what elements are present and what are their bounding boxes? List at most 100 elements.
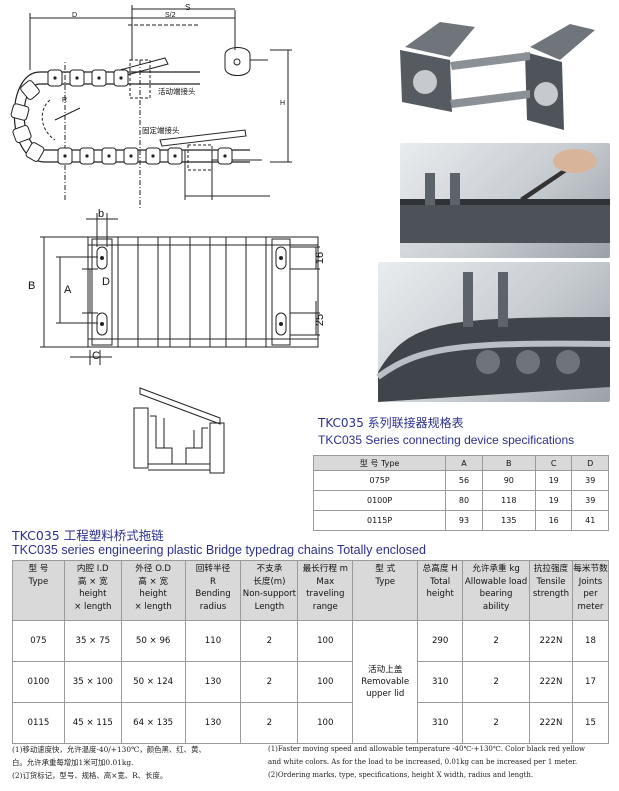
dim-25-label: 25 [314,313,327,327]
spec-cell: 93 [445,510,483,531]
radius-label: R [62,97,68,104]
cell-load: 2 [462,620,530,662]
notes-en: (1)Faster moving speed and allowable tem… [268,743,616,782]
cell-radius: 130 [184,702,242,744]
cell-travel: 100 [297,702,354,744]
dim-b-small-label: b [98,208,105,220]
cell-nonsupport: 2 [240,702,299,744]
cell-outer: 50 × 96 [120,620,186,662]
cell-tensile: 222N [528,661,573,703]
spec-cell: 16 [534,510,573,531]
cell-inner: 35 × 75 [63,620,122,662]
dim-16-label: 16 [314,251,327,265]
chain-top-drawing [40,213,320,365]
spec-cell: 41 [571,510,609,531]
spec-cell: 135 [481,510,536,531]
cell-tensile: 222N [528,620,573,662]
moving-end-label: 活动端接头 [158,87,196,96]
note-en-2: and white colors. As for the load to be … [268,758,578,766]
chain-side-drawing [10,5,292,210]
cell-travel: 100 [297,620,354,662]
cell-load: 2 [462,702,530,744]
cell-joints: 18 [571,620,610,662]
cell-joints: 17 [571,661,610,703]
spec-cell: 80 [445,490,483,511]
spec-cell: 0115P [312,510,447,531]
table-row: 0115 45 × 115 64 × 135 130 2 100 310 2 2… [12,702,610,744]
table-row: 075P 56 90 19 39 [312,470,609,491]
spec-cell: 19 [534,470,573,491]
dim-h-label: H [280,100,286,107]
spec-cell: 90 [481,470,536,491]
cell-radius: 130 [184,661,242,703]
connector-photo [380,2,610,142]
spec-header-cell: D [571,455,609,471]
cell-tensile: 222N [528,702,573,744]
main-title-en: TKC035 series engineering plastic Bridge… [12,543,426,557]
cell-nonsupport: 2 [240,620,299,662]
spec-cell: 39 [571,490,609,511]
cell-form-type: 活动上盖 Removable upper lid [352,620,419,744]
dim-b-label: B [28,280,36,292]
dim-d-label: D [72,12,78,19]
note-cn-3: (2)订货标记，型号、规格、高×宽、R、长度。 [12,771,168,780]
spec-header-cell: 型 号 Type [312,455,447,471]
chain-open-photo [376,262,611,402]
dim-c-label: C [92,350,100,362]
cell-height: 290 [417,620,464,662]
cell-outer: 50 × 124 [120,661,186,703]
spec-cell: 075P [312,470,447,491]
spec-cell: 19 [534,490,573,511]
cell-load: 2 [462,661,530,703]
cell-inner: 45 × 115 [63,702,122,744]
spec-header-cell: A [445,455,483,471]
fixed-end-label: 固定端接头 [142,126,180,135]
note-cn-2: 白。允许承重每增加1米可加0.01kg. [12,758,134,767]
cell-type: 0115 [12,702,65,744]
dim-d2-label: D [102,276,110,288]
spec-cell: 118 [481,490,536,511]
spec-header-cell: B [481,455,536,471]
cell-radius: 110 [184,620,242,662]
cell-nonsupport: 2 [240,661,299,703]
table-row: 0115P 93 135 16 41 [312,510,609,531]
spec-title-en: TKC035 Series connecting device specific… [318,433,575,447]
table-row: 0100 35 × 100 50 × 124 130 2 100 310 2 2… [12,661,610,703]
cell-type: 075 [12,620,65,662]
note-cn-1: (1)移动速度快，允许温度-40/+130℃，颜色黑、红、黄、 [12,745,206,754]
spec-header-row: 型 号 Type A B C D [312,455,609,471]
cell-type: 0100 [12,661,65,703]
dim-a-label: A [64,284,72,296]
cell-inner: 35 × 100 [63,661,122,703]
spec-table: 型 号 Type A B C D 075P 56 90 19 39 0100P … [312,455,609,531]
table-row: 075 35 × 75 50 × 96 110 2 100 活动上盖 Remov… [12,620,610,744]
bridge-section-drawing [133,387,225,474]
cell-travel: 100 [297,661,354,703]
cell-joints: 15 [571,702,610,744]
table-row: 0100P 80 118 19 39 [312,490,609,511]
spec-cell: 0100P [312,490,447,511]
dim-s-half-label: S/2 [165,12,176,19]
notes-cn: (1)移动速度快，允许温度-40/+130℃，颜色黑、红、黄、 白。允许承重每增… [12,743,262,782]
main-title-cn: TKC035 工程塑料桥式拖链 [12,528,164,543]
cell-height: 310 [417,661,464,703]
chain-lid-photo [400,143,610,258]
dim-s-label: S [185,3,191,12]
spec-header-cell: C [534,455,573,471]
spec-cell: 39 [571,470,609,491]
note-en-3: (2)Ordering marks, type, specifications,… [268,771,534,779]
cell-height: 310 [417,702,464,744]
